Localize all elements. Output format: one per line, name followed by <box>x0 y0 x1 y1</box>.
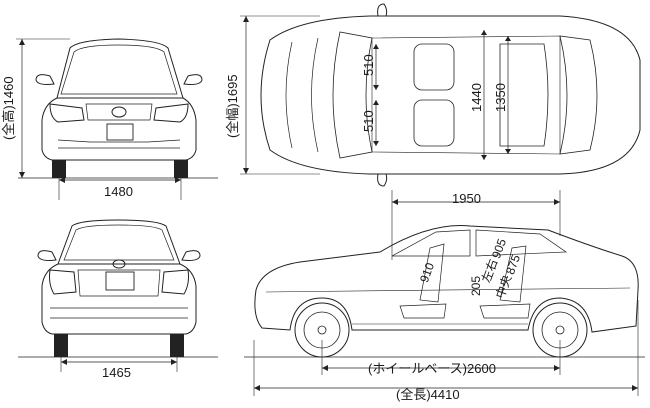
top-seat-width-rear: 510 <box>361 110 376 132</box>
side-cabin-length-label: 1950 <box>452 191 481 206</box>
rear-tread-label: 1465 <box>102 365 131 380</box>
wheelbase-label: (ホイールベース)2600 <box>368 361 496 376</box>
rear-view-drawing <box>18 219 218 372</box>
top-view-drawing <box>240 3 641 187</box>
front-view-drawing <box>16 38 218 200</box>
side-view-drawing <box>244 190 645 396</box>
front-tread-label: 1480 <box>104 184 133 199</box>
top-seat-width-front: 510 <box>361 54 376 76</box>
overall-length-label: (全長)4410 <box>396 387 460 402</box>
top-width-label: (全幅)1695 <box>225 74 240 138</box>
front-height-label: (全高)1460 <box>1 76 16 140</box>
top-cabin-width-rear: 1350 <box>493 83 508 112</box>
top-cabin-width-front: 1440 <box>469 83 484 112</box>
